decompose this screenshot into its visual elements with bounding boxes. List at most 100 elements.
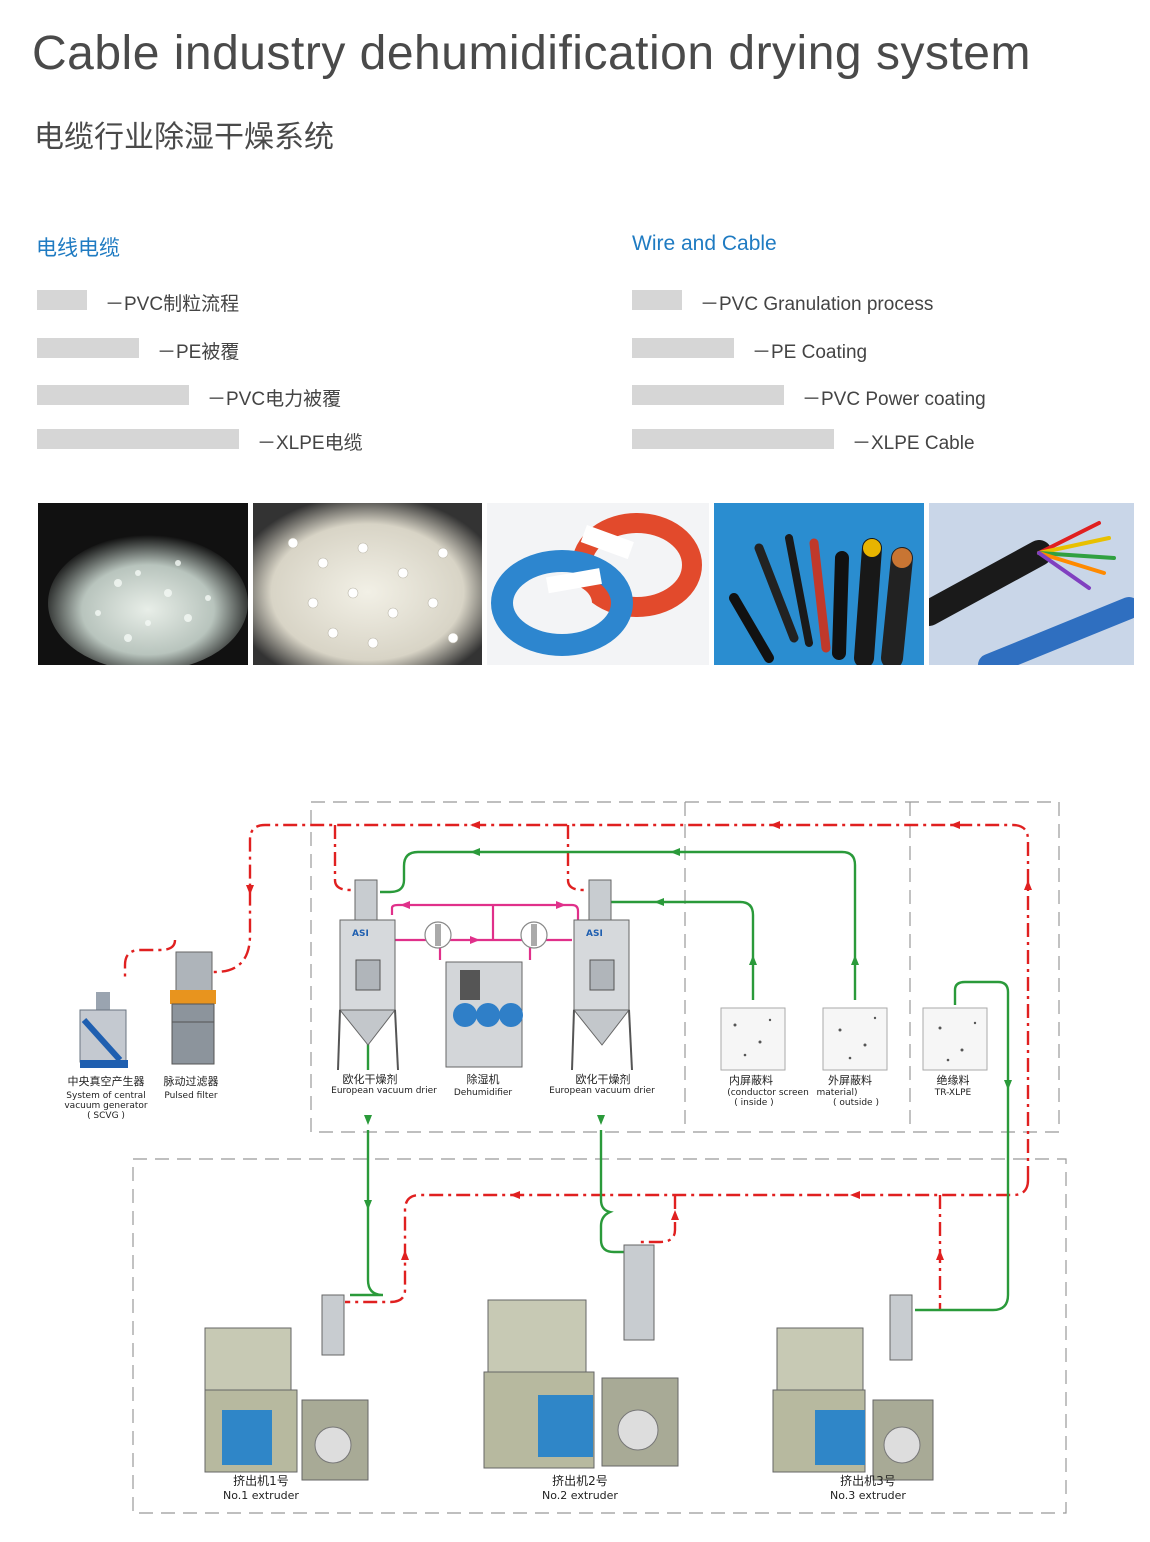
filter-label-en: Pulsed filter: [164, 1091, 218, 1101]
legend-label: －XLPE电缆: [257, 433, 363, 454]
vacuum-line-ext2: [640, 1195, 677, 1244]
vacuum-branch-drier1: [333, 825, 360, 892]
legend-label: －PE Coating: [752, 342, 868, 363]
inner-screen-label-cn: 内屏蔽料: [729, 1073, 773, 1087]
diagram-labels: 中央真空产生器 System of central vacuum generat…: [64, 1072, 971, 1502]
air-line-top: [390, 903, 580, 920]
drier2-label-cn: 欧化干燥剂: [576, 1072, 631, 1086]
insulation-label-en: TR-XLPE: [934, 1088, 972, 1098]
supply-line-ext3: [915, 980, 1010, 1312]
power-cables-image: [729, 534, 913, 665]
legend-bar: [37, 429, 239, 449]
inner-screen-label-en: ( inside ): [734, 1098, 773, 1108]
extruder2-label-en: No.2 extruder: [542, 1489, 618, 1502]
legend-item-en-1: －PVC Granulation process: [632, 290, 1132, 315]
pulsed-filter-machine: [170, 951, 216, 1065]
material-boxes: [720, 1007, 988, 1071]
supply-line-ext2: [599, 1130, 628, 1254]
svg-text:ASI: ASI: [586, 929, 603, 939]
insulation-label-cn: 绝缘料: [937, 1073, 970, 1087]
legend-item-cn-4: －XLPE电缆: [37, 429, 577, 454]
section-title-en: Wire and Cable: [632, 232, 777, 255]
legend-item-en-4: －XLPE Cable: [632, 429, 1132, 454]
vacuum-branch-drier2: [566, 825, 593, 892]
drier1-machine: ASI: [337, 879, 399, 1071]
drier1-label-cn: 欧化干燥剂: [343, 1072, 398, 1086]
extruder1-label-cn: 挤出机1号: [233, 1473, 289, 1488]
section-title-cn: 电线电缆: [36, 237, 120, 260]
white-granules-image: [253, 503, 482, 665]
multicore-cable-image: [929, 521, 1134, 665]
scvg-machine: [79, 992, 128, 1068]
filter-core: [531, 924, 537, 946]
vacuum-line-ext1: [345, 1179, 1030, 1304]
legend-bar: [37, 338, 139, 358]
legend-item-cn-1: －PVC制粒流程: [37, 290, 577, 315]
outer-screen-label-cn: 外屏蔽料: [828, 1073, 872, 1087]
outer-screen-label-en: ( outside ): [833, 1098, 879, 1108]
filter-label-cn: 脉动过滤器: [164, 1074, 219, 1088]
legend-label: －PVC制粒流程: [105, 294, 240, 315]
wire-coils-image: [491, 513, 702, 656]
vacuum-arrows: [246, 821, 1032, 1260]
scvg-label-cn: 中央真空产生器: [68, 1074, 145, 1088]
legend-bar: [37, 385, 189, 405]
dehumidifier-label-cn: 除湿机: [467, 1072, 500, 1086]
scvg-label-en: vacuum generator: [64, 1101, 148, 1111]
transparent-granules-image: [48, 535, 248, 665]
extruder1-label-en: No.1 extruder: [223, 1489, 299, 1502]
vacuum-lines: [123, 823, 1030, 1310]
vacuum-line-scvg: [123, 939, 177, 980]
drier2-machine: ASI: [571, 879, 633, 1071]
supply-line-outer: [380, 850, 857, 1000]
air-line-branches: [438, 905, 532, 960]
dehumidifier-machine: [445, 961, 523, 1068]
drier1-label-en: European vacuum drier: [331, 1086, 437, 1096]
legend-label: －PVC电力被覆: [207, 389, 342, 410]
photo-power-cables: [714, 503, 924, 665]
inner-screen-material-box: [720, 1007, 786, 1071]
extruder3-machine: [772, 1294, 934, 1481]
drier2-label-en: European vacuum drier: [549, 1086, 655, 1096]
vacuum-return-line: [205, 823, 1030, 1180]
outer-screen-label-en: material): [816, 1088, 857, 1098]
legend-bar: [632, 290, 682, 310]
inner-screen-label-en: (conductor screen: [727, 1088, 809, 1098]
extruder2-machine: [483, 1244, 679, 1469]
legend-bar: [632, 429, 834, 449]
outer-screen-material-box: [822, 1007, 888, 1071]
supply-arrows: [364, 848, 1012, 1210]
air-arrows: [400, 901, 566, 944]
legend-label: －PVC Power coating: [802, 389, 986, 410]
legend-item-en-3: －PVC Power coating: [632, 385, 1132, 410]
photo-transparent-granules: [38, 503, 248, 665]
extruder2-label-cn: 挤出机2号: [552, 1473, 608, 1488]
legend-item-cn-3: －PVC电力被覆: [37, 385, 577, 410]
extruder1-machine: [204, 1294, 369, 1481]
page-subtitle: 电缆行业除湿干燥系统: [34, 120, 334, 155]
air-filters: [424, 921, 548, 949]
extruder3-label-en: No.3 extruder: [830, 1489, 906, 1502]
filter-core: [435, 924, 441, 946]
legend-label: －PVC Granulation process: [700, 294, 934, 315]
svg-text:ASI: ASI: [352, 929, 369, 939]
scvg-label-en: ( SCVG ): [87, 1111, 125, 1121]
legend-item-en-2: －PE Coating: [632, 338, 1132, 363]
extrusion-area-frame: [132, 1158, 1067, 1514]
scvg-label-en: System of central: [66, 1091, 145, 1101]
legend-bar: [632, 338, 734, 358]
legend-bar: [37, 290, 87, 310]
page-title: Cable industry dehumidification drying s…: [32, 27, 1031, 80]
dehumidifier-label-en: Dehumidifier: [454, 1088, 513, 1098]
supply-line-inner: [605, 900, 755, 1000]
legend-bar: [632, 385, 784, 405]
legend-label: －XLPE Cable: [852, 433, 975, 454]
insulation-material-box: [922, 1007, 988, 1071]
process-diagram: ASI ASI: [64, 801, 1067, 1514]
area-frames: [132, 801, 1067, 1514]
legend-label: －PE被覆: [157, 342, 240, 363]
extruder3-label-cn: 挤出机3号: [840, 1473, 896, 1488]
legend-item-cn-2: －PE被覆: [37, 338, 577, 363]
air-lines: [390, 903, 580, 960]
photo-white-granules: [253, 503, 482, 665]
